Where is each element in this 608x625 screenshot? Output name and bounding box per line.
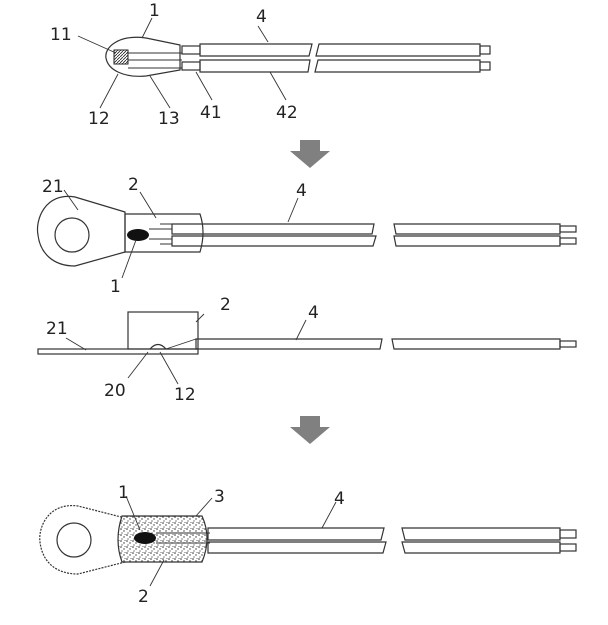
sensor-bead <box>127 229 149 241</box>
cable-upper <box>199 43 313 57</box>
ring-terminal <box>39 505 126 575</box>
label-13: 13 <box>158 109 180 129</box>
fig1-sensor-assembly: 1 11 12 13 41 4 42 <box>50 1 491 129</box>
wire-connector <box>181 45 201 55</box>
sensor-chip <box>113 49 129 65</box>
cable-lower <box>199 59 311 73</box>
label-21: 21 <box>46 319 68 339</box>
label-20: 20 <box>104 381 126 401</box>
fig4-finished-assembly: 1 3 4 2 <box>39 483 577 607</box>
label-42: 42 <box>276 103 298 123</box>
fig3-terminal-side-view: 21 2 4 20 12 <box>37 295 577 405</box>
label-2: 2 <box>128 175 139 195</box>
label-2: 2 <box>220 295 231 315</box>
label-3: 3 <box>214 487 225 507</box>
label-4: 4 <box>296 181 307 201</box>
label-12: 12 <box>88 109 110 129</box>
label-4: 4 <box>256 7 267 27</box>
label-1: 1 <box>110 277 121 297</box>
label-4: 4 <box>334 489 345 509</box>
down-arrow-icon <box>290 416 330 444</box>
ring-terminal <box>36 195 126 267</box>
terminal-plate <box>37 348 199 355</box>
wire-connector <box>181 61 201 71</box>
sleeve-box <box>127 311 199 350</box>
sensor-bump <box>149 343 167 350</box>
sensor-bead <box>134 532 156 544</box>
label-1: 1 <box>149 1 160 21</box>
label-4: 4 <box>308 303 319 323</box>
label-41: 41 <box>200 103 222 123</box>
label-21: 21 <box>42 177 64 197</box>
label-12: 12 <box>174 385 196 405</box>
down-arrow-icon <box>290 140 330 168</box>
ring-hole <box>54 217 90 253</box>
label-2: 2 <box>138 587 149 607</box>
overmold <box>117 515 208 563</box>
ring-hole <box>56 522 92 558</box>
label-11: 11 <box>50 25 72 45</box>
label-1: 1 <box>118 483 129 503</box>
sleeve <box>124 213 204 253</box>
fig2-terminal-top-view: 21 2 4 1 <box>36 175 577 297</box>
sensor-head <box>105 36 181 77</box>
